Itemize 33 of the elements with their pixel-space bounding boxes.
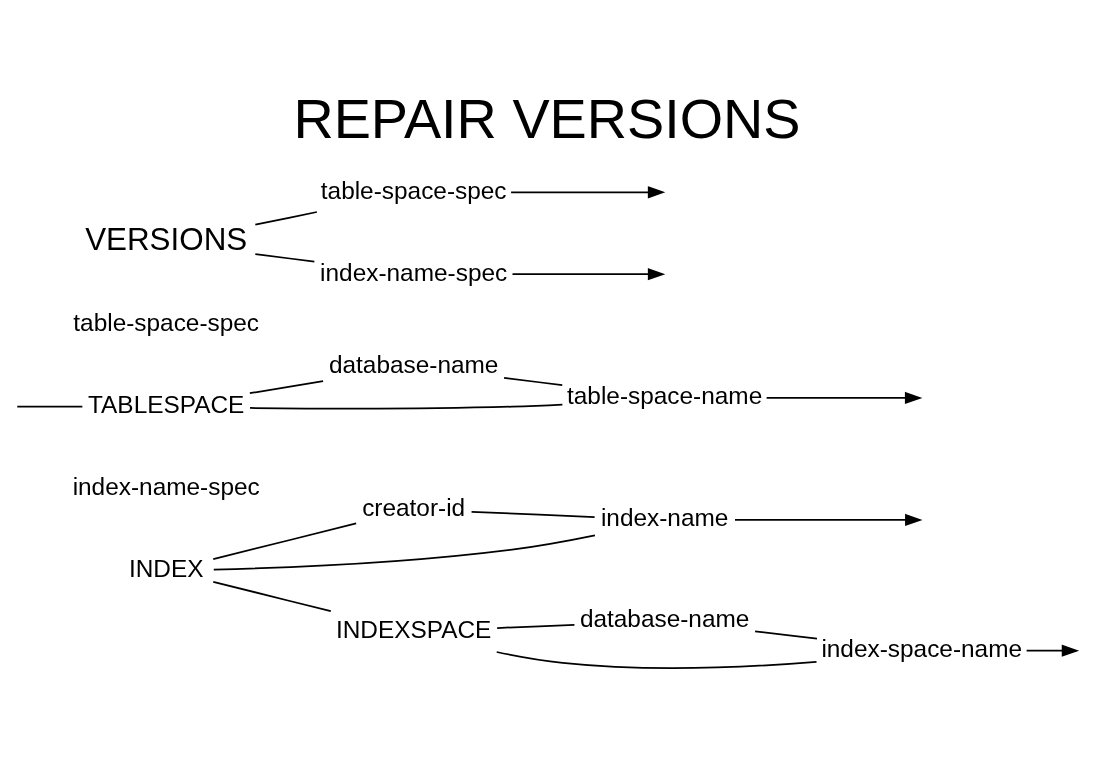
node-text: INDEX — [128, 554, 204, 582]
connector — [249, 380, 324, 395]
connector — [249, 403, 564, 410]
arrow — [734, 513, 923, 527]
connector — [16, 405, 84, 408]
connector — [254, 253, 316, 263]
connector — [495, 651, 818, 669]
connector — [754, 630, 818, 640]
label: index-name-spec — [72, 473, 260, 501]
node-text: TABLESPACE — [88, 391, 245, 419]
connector — [254, 211, 318, 226]
label: table-space-spec — [73, 309, 260, 337]
node-text: index-name — [600, 504, 729, 532]
diagram-title: REPAIR VERSIONS — [293, 87, 801, 150]
node-text: index-name-spec — [320, 258, 508, 286]
connector — [212, 522, 357, 561]
connector — [212, 534, 596, 571]
connector — [496, 623, 576, 629]
node-text: table-space-spec — [320, 176, 507, 204]
arrow — [765, 391, 923, 405]
arrow — [1025, 644, 1080, 657]
node-text: database-name — [579, 605, 750, 633]
connector — [212, 580, 332, 613]
node-text: database-name — [328, 351, 499, 379]
node-text: table-space-name — [567, 382, 763, 410]
connector — [503, 376, 564, 387]
connector — [470, 511, 596, 518]
arrow — [511, 268, 666, 281]
node-text: INDEXSPACE — [335, 615, 492, 643]
arrow — [510, 186, 666, 199]
node-text: creator-id — [362, 493, 466, 521]
node-text: VERSIONS — [85, 222, 248, 258]
node-text: index-space-name — [821, 635, 1023, 663]
